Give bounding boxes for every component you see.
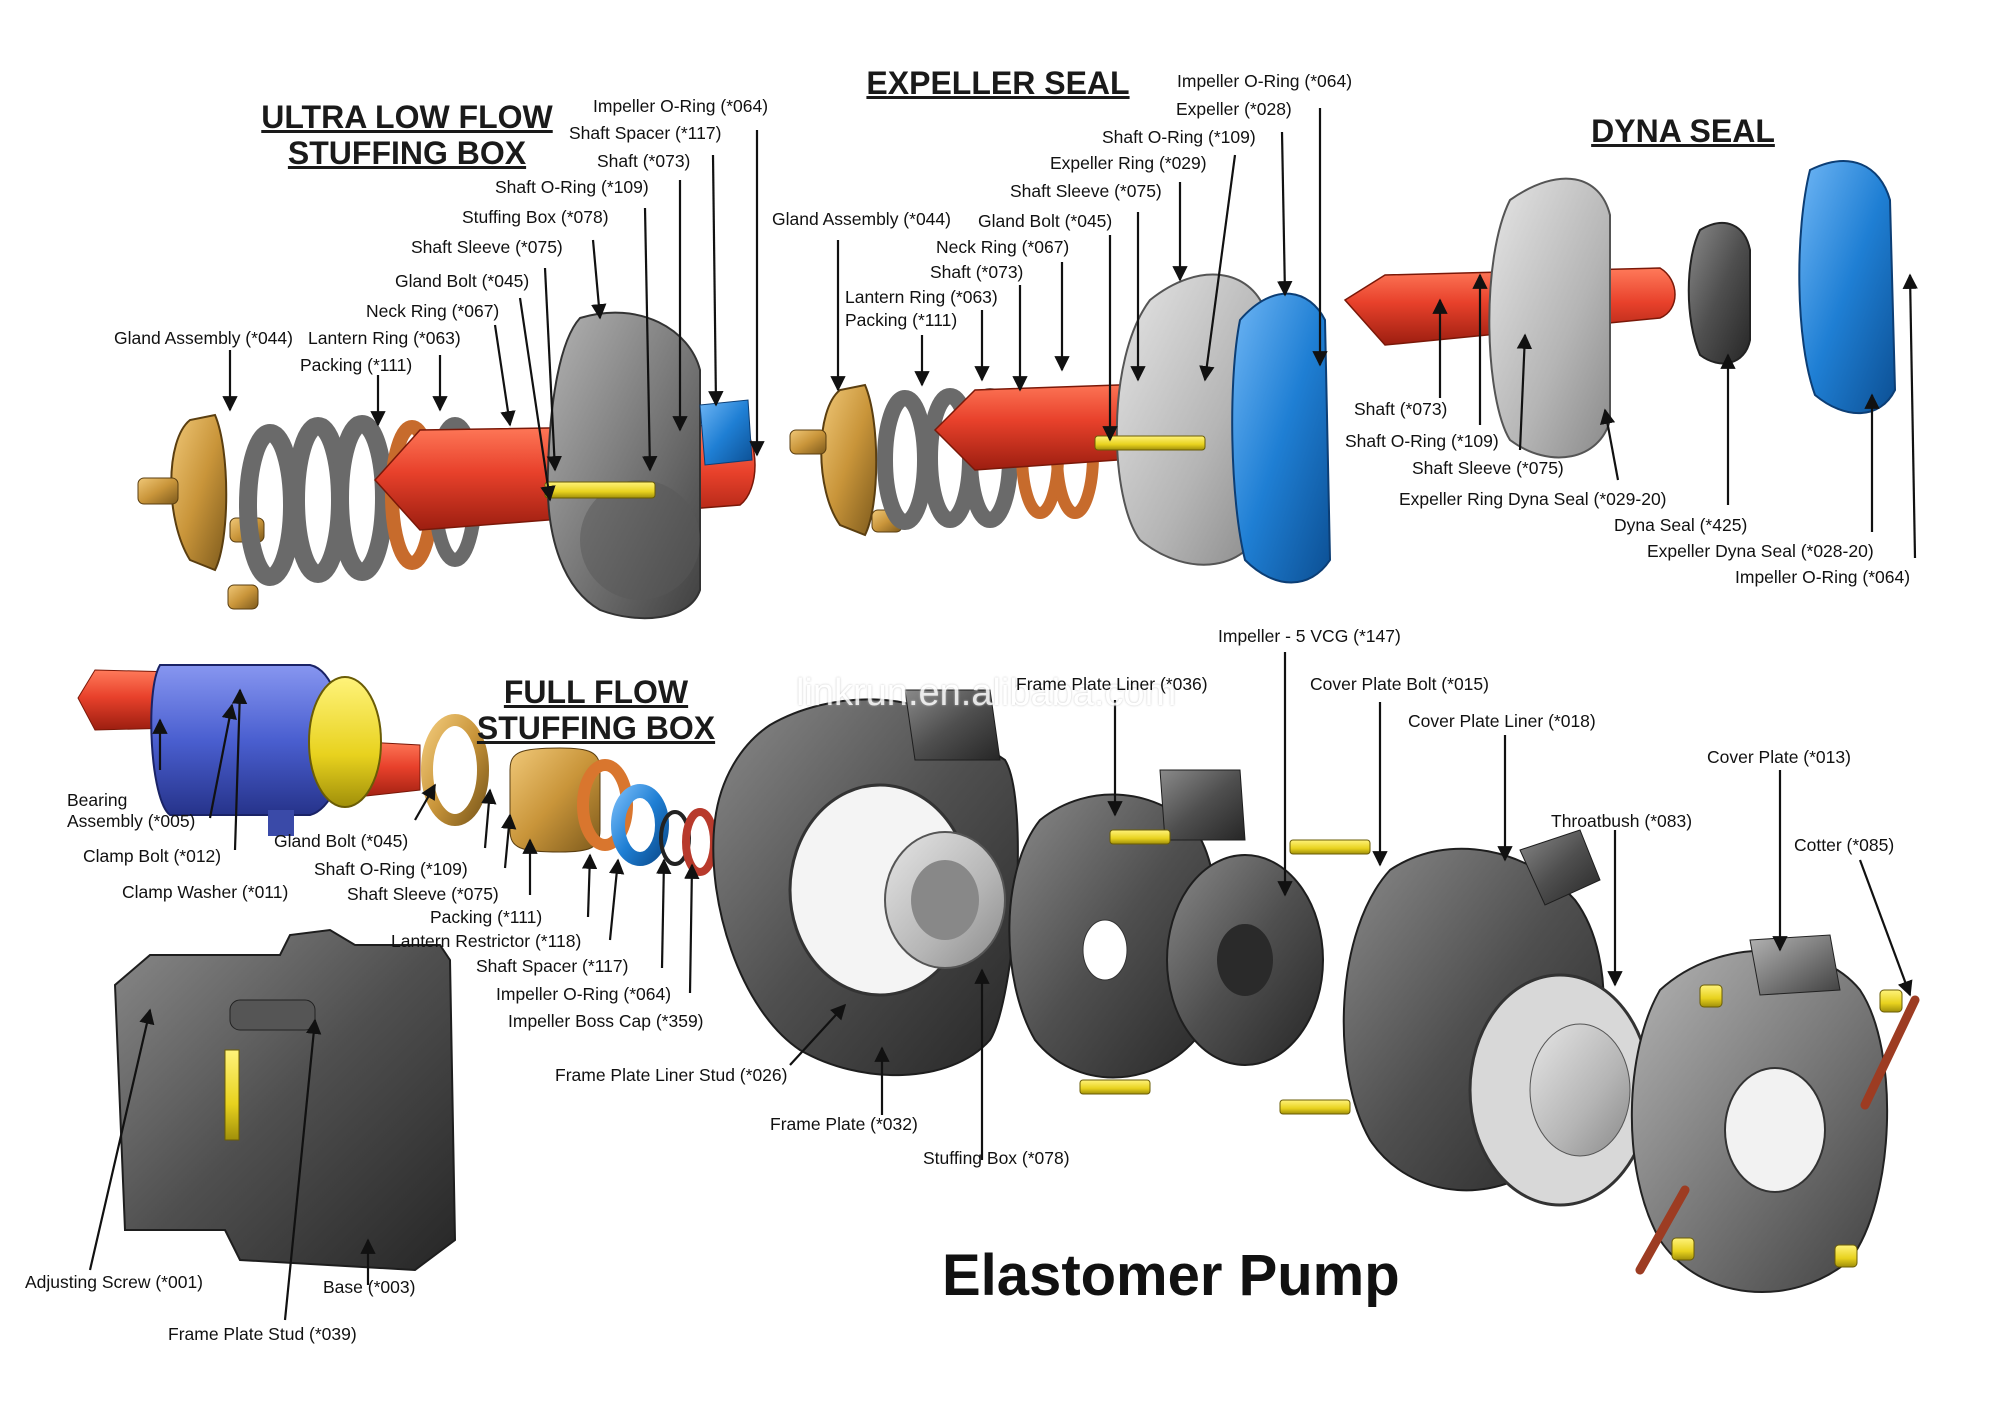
label-ff-impeller-boss-cap: Impeller Boss Cap (*359) (508, 1011, 704, 1031)
label-ff-shaft-oring: Shaft O-Ring (*109) (314, 859, 468, 879)
label-ulf-gland-assembly: Gland Assembly (*044) (114, 328, 293, 348)
bolts (1079, 829, 1903, 1268)
label-cover-plate: Cover Plate (*013) (1707, 747, 1851, 767)
ff-gland (421, 714, 489, 826)
label-exp-shaft-oring: Shaft O-Ring (*109) (1102, 127, 1256, 147)
exp-gland-bolt (1094, 435, 1206, 451)
label-ff-shaft-sleeve: Shaft Sleeve (*075) (347, 884, 499, 904)
label-dyna-expeller-dyna-seal: Expeller Dyna Seal (*028-20) (1647, 541, 1874, 561)
label-frame-plate-liner-stud: Frame Plate Liner Stud (*026) (555, 1065, 788, 1085)
ulf-title-line2: STUFFING BOX (287, 134, 527, 171)
label-ff-shaft-spacer: Shaft Spacer (*117) (476, 956, 629, 976)
label-dyna-seal: Dyna Seal (*425) (1614, 515, 1748, 535)
frame-plate-liner (1008, 769, 1246, 1079)
base (113, 928, 457, 1272)
label-ulf-shaft: Shaft (*073) (597, 151, 691, 171)
cover-plate (1630, 934, 1889, 1294)
ulf-impeller-oring (699, 399, 753, 466)
ff-shaft-spacer (611, 784, 669, 866)
label-exp-lantern-ring: Lantern Ring (*063) (845, 287, 998, 307)
label-ff-bearing-assembly: Assembly (*005) (67, 811, 196, 831)
dyna-title-line1: DYNA SEAL (1591, 113, 1775, 149)
label-exp-shaft-sleeve: Shaft Sleeve (*075) (1010, 181, 1162, 201)
label-dyna-impeller-oring: Impeller O-Ring (*064) (1735, 567, 1911, 587)
ulf-gland-bolt (544, 481, 656, 499)
ulf-packing-rings (239, 415, 393, 586)
label-throatbush: Throatbush (*083) (1551, 811, 1693, 831)
section-title-expeller-seal: EXPELLER SEAL (848, 65, 1148, 102)
label-ff-lantern-restrictor: Lantern Restrictor (*118) (391, 931, 582, 951)
label-ff-clamp-washer: Clamp Washer (*011) (122, 882, 289, 902)
label-dyna-shaft: Shaft (*073) (1354, 399, 1448, 419)
dyna-expeller (1798, 160, 1897, 415)
label-dyna-shaft-oring: Shaft O-Ring (*109) (1345, 431, 1499, 451)
label-exp-neck-ring: Neck Ring (*067) (936, 237, 1070, 257)
ulf-gland-assembly (137, 413, 265, 610)
label-dyna-expeller-ring: Expeller Ring Dyna Seal (*029-20) (1399, 489, 1667, 509)
section-title-ultra-low-flow: ULTRA LOW FLOW STUFFING BOX (252, 99, 562, 172)
label-exp-gland-bolt: Gland Bolt (*045) (978, 211, 1113, 231)
label-exp-impeller-oring: Impeller O-Ring (*064) (1177, 71, 1353, 91)
label-ulf-stuffing-box: Stuffing Box (*078) (462, 207, 609, 227)
label-cover-plate-liner: Cover Plate Liner (*018) (1408, 711, 1596, 731)
label-ff-gland-bolt: Gland Bolt (*045) (274, 831, 409, 851)
leader-lines (88, 108, 1918, 1321)
section-title-full-flow: FULL FLOW STUFFING BOX (466, 674, 726, 747)
ff-title-line1: FULL FLOW (503, 674, 689, 710)
label-cover-plate-bolt: Cover Plate Bolt (*015) (1310, 674, 1489, 694)
label-impeller: Impeller - 5 VCG (*147) (1218, 626, 1401, 646)
label-exp-gland-assembly: Gland Assembly (*044) (772, 209, 951, 229)
label-ulf-neck-ring: Neck Ring (*067) (366, 301, 500, 321)
label-ff-bearing: Bearing (67, 790, 128, 810)
label-base: Base (*003) (323, 1277, 416, 1297)
impeller (1166, 854, 1324, 1066)
label-frame-plate-stud: Frame Plate Stud (*039) (168, 1324, 357, 1344)
exp-expeller-ring (1115, 273, 1266, 566)
label-ulf-impeller-oring: Impeller O-Ring (*064) (593, 96, 769, 116)
exp-title-line1: EXPELLER SEAL (866, 65, 1130, 101)
label-exp-packing: Packing (*111) (845, 310, 958, 330)
label-ulf-shaft-oring: Shaft O-Ring (*109) (495, 177, 649, 197)
label-ulf-packing: Packing (*111) (300, 355, 413, 375)
label-stuffing-box: Stuffing Box (*078) (923, 1148, 1070, 1168)
label-adjusting-screw: Adjusting Screw (*001) (25, 1272, 203, 1292)
page-title: Elastomer Pump (942, 1243, 1400, 1308)
label-frame-plate-liner: Frame Plate Liner (*036) (1016, 674, 1208, 694)
label-ulf-shaft-sleeve: Shaft Sleeve (*075) (411, 237, 563, 257)
label-ff-clamp-bolt: Clamp Bolt (*012) (83, 846, 222, 866)
label-frame-plate: Frame Plate (*032) (770, 1114, 918, 1134)
exp-expeller (1231, 292, 1332, 584)
section-title-dyna-seal: DYNA SEAL (1583, 113, 1783, 150)
throatbush (1468, 973, 1652, 1207)
label-exp-shaft: Shaft (*073) (930, 262, 1024, 282)
label-ulf-shaft-spacer: Shaft Spacer (*117) (569, 123, 722, 143)
label-cotter: Cotter (*085) (1794, 835, 1895, 855)
dyna-expeller-ring (1488, 177, 1611, 459)
label-ulf-lantern-ring: Lantern Ring (*063) (308, 328, 461, 348)
ulf-title-line1: ULTRA LOW FLOW (261, 99, 553, 135)
label-exp-expeller-ring: Expeller Ring (*029) (1050, 153, 1207, 173)
label-dyna-shaft-sleeve: Shaft Sleeve (*075) (1412, 458, 1564, 478)
dyna-seal (1687, 221, 1751, 365)
frame-plate (712, 689, 1019, 1077)
ulf-stuffing-box (546, 311, 701, 620)
label-ff-impeller-oring: Impeller O-Ring (*064) (496, 984, 672, 1004)
ff-bearing-assembly (150, 664, 382, 836)
cotters (1635, 995, 1920, 1275)
label-exp-expeller: Expeller (*028) (1176, 99, 1292, 119)
watermark: linkrun.en.alibaba.com (796, 672, 1177, 714)
ff-title-line2: STUFFING BOX (476, 709, 716, 746)
label-ff-packing: Packing (*111) (430, 907, 543, 927)
label-ulf-gland-bolt: Gland Bolt (*045) (395, 271, 530, 291)
